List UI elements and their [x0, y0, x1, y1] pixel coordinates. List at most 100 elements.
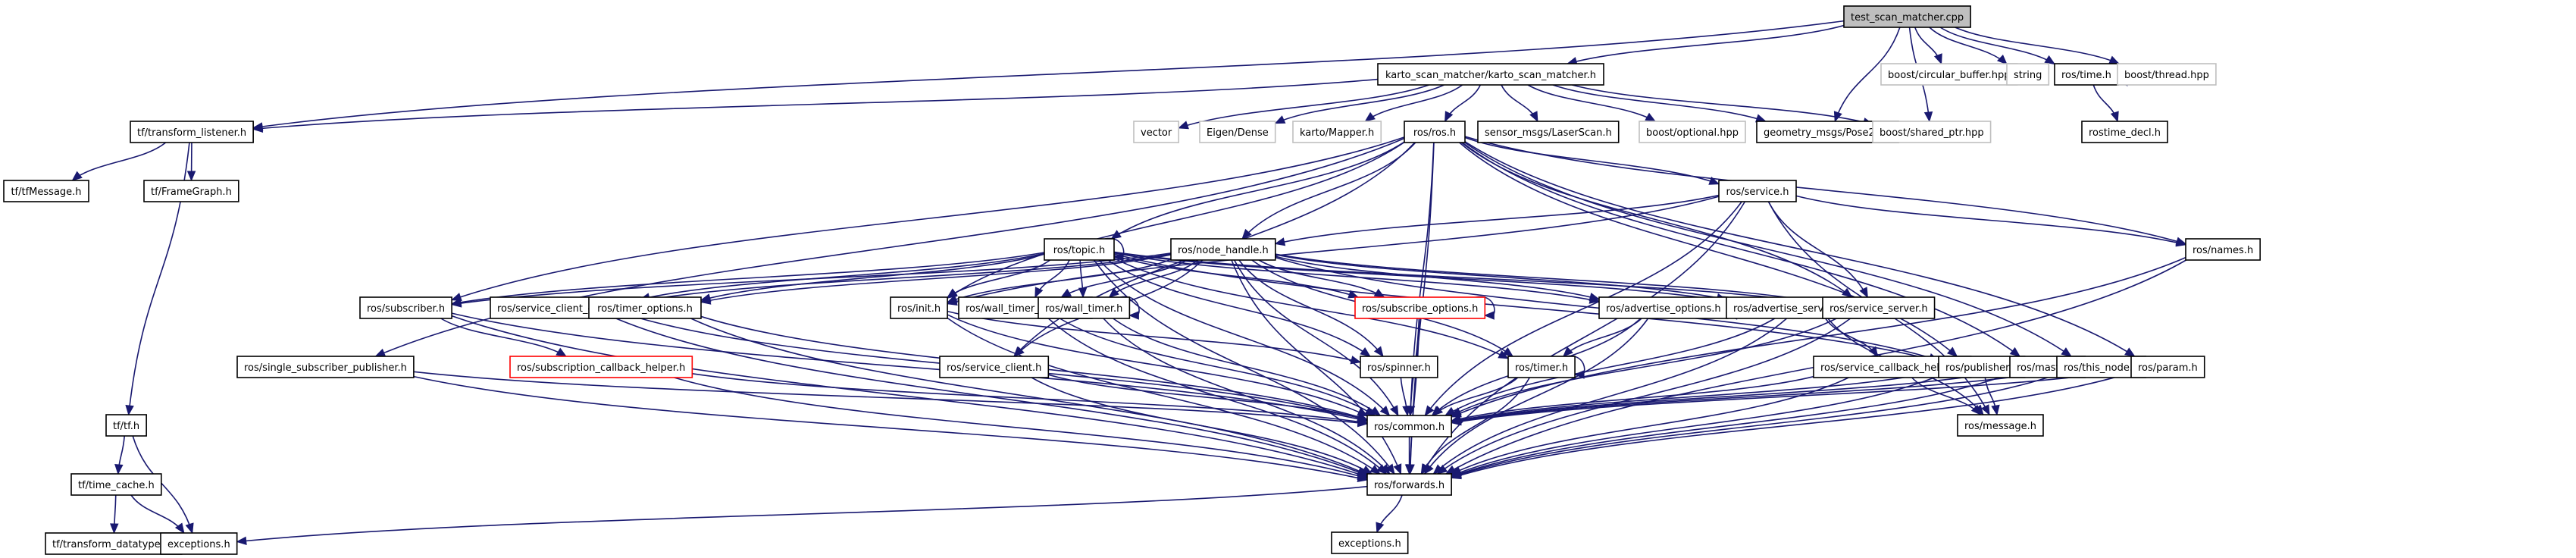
arrowhead	[110, 523, 119, 534]
node-ros-subscribe-options[interactable]: ros/subscribe_options.h	[1354, 296, 1486, 319]
edge-line	[1437, 318, 1851, 475]
node-ros-param[interactable]: ros/param.h	[2130, 356, 2205, 378]
node-ros-subscription-callback-helper[interactable]: ros/subscription_callback_helper.h	[509, 356, 693, 378]
node-ros-wall-timer[interactable]: ros/wall_timer.h	[1038, 296, 1131, 319]
node-karto-mapper[interactable]: karto/Mapper.h	[1292, 121, 1382, 143]
edge-line	[1365, 84, 1463, 122]
node-boost-shared-ptr[interactable]: boost/shared_ptr.hpp	[1872, 121, 1992, 143]
node-box	[2117, 63, 2217, 86]
node-string[interactable]: string	[2006, 63, 2050, 86]
node-label: boost/optional.hpp	[1646, 127, 1739, 139]
node-tf-transform-datatypes[interactable]: tf/transform_datatypes.h	[45, 532, 183, 555]
node-ros-service-server[interactable]: ros/service_server.h	[1822, 296, 1936, 319]
edge-karto-scan-matcher-to-eigen-dense	[1274, 84, 1445, 124]
node-ros-topic[interactable]: ros/topic.h	[1044, 238, 1115, 261]
edge-line	[1432, 377, 1519, 416]
node-rostime-decl[interactable]: rostime_decl.h	[2081, 121, 2168, 143]
arrowhead	[1450, 417, 1462, 426]
node-ros-node-handle[interactable]: ros/node_handle.h	[1170, 238, 1276, 261]
arrowhead	[1274, 115, 1286, 124]
node-boost-thread[interactable]: boost/thread.hpp	[2117, 63, 2217, 86]
node-ros-single-subscriber-publisher[interactable]: ros/single_subscriber_publisher.h	[236, 356, 415, 378]
edge-ros-service-server-to-ros-forwards	[1436, 318, 1851, 475]
edge-karto-scan-matcher-to-tf-transform-listener	[252, 78, 1379, 133]
edge-line	[1424, 201, 1742, 416]
arrowhead	[1389, 405, 1399, 417]
node-tf-tf[interactable]: tf/tf.h	[105, 414, 147, 437]
arrowhead	[1645, 112, 1657, 122]
node-label: karto_scan_matcher/karto_scan_matcher.h	[1385, 70, 1596, 81]
node-ros-init[interactable]: ros/init.h	[890, 296, 948, 319]
node-boost-circular[interactable]: boost/circular_buffer.hpp	[1880, 63, 2018, 86]
node-root[interactable]: test_scan_matcher.cpp	[1843, 5, 1971, 28]
node-tf-framegraph[interactable]: tf/FrameGraph.h	[143, 180, 239, 202]
arrowhead	[252, 124, 264, 133]
node-laserscan[interactable]: sensor_msgs/LaserScan.h	[1477, 121, 1620, 143]
edge-line	[1060, 318, 1376, 416]
edge-ros-forwards-to-exceptions-ros	[1376, 494, 1403, 534]
node-ros-common[interactable]: ros/common.h	[1366, 415, 1452, 437]
node-ros-timer[interactable]: ros/timer.h	[1507, 356, 1576, 378]
node-ros-advertise-options[interactable]: ros/advertise_options.h	[1598, 296, 1729, 319]
node-label: tf/FrameGraph.h	[151, 187, 232, 198]
arrowhead	[1393, 463, 1402, 475]
edge-line	[700, 254, 1172, 303]
node-ros-time[interactable]: ros/time.h	[2054, 63, 2119, 86]
node-ros-subscriber[interactable]: ros/subscriber.h	[359, 296, 452, 319]
edges-layer	[71, 20, 2187, 546]
node-tf-tfmessage[interactable]: tf/tfMessage.h	[3, 180, 89, 202]
edge-ros-subscription-callback-helper-to-ros-forwards	[674, 377, 1369, 480]
edge-line	[1451, 371, 2132, 479]
node-label: ros/subscribe_options.h	[1362, 303, 1478, 315]
node-label: ros/node_handle.h	[1178, 245, 1269, 256]
node-boost-optional[interactable]: boost/optional.hpp	[1639, 121, 1746, 143]
node-box	[2081, 121, 2168, 143]
edge-line	[451, 252, 1045, 305]
arrowhead	[1241, 228, 1252, 240]
node-label: ros/spinner.h	[1367, 362, 1431, 374]
arrowhead	[1364, 111, 1376, 122]
arrowhead	[1588, 292, 1601, 302]
node-label: ros/service_callback_helper.h	[1820, 362, 1964, 374]
node-eigen-dense[interactable]: Eigen/Dense	[1199, 121, 1276, 143]
edge-line	[947, 310, 1361, 363]
node-label: tf/time_cache.h	[78, 480, 155, 491]
edge-karto-scan-matcher-to-laserscan	[1501, 84, 1538, 123]
node-ros-service-client[interactable]: ros/service_client.h	[939, 356, 1050, 378]
node-vector[interactable]: vector	[1133, 121, 1180, 143]
edge-ros-spinner-to-ros-common	[1400, 377, 1411, 417]
node-box	[1331, 531, 1409, 554]
edge-line	[1567, 24, 1845, 64]
node-ros-service[interactable]: ros/service.h	[1718, 180, 1797, 202]
node-ros-ros[interactable]: ros/ros.h	[1404, 121, 1466, 143]
arrowhead	[71, 171, 83, 181]
node-ros-spinner[interactable]: ros/spinner.h	[1360, 356, 1438, 378]
arrowhead	[186, 171, 196, 182]
edge-karto-scan-matcher-to-ros-ros	[1444, 84, 1482, 123]
node-karto-scan-matcher[interactable]: karto_scan_matcher/karto_scan_matcher.h	[1377, 63, 1604, 86]
node-ros-names[interactable]: ros/names.h	[2185, 238, 2261, 261]
edge-karto-scan-matcher-to-pose2d	[1552, 84, 1767, 123]
node-box	[509, 356, 693, 378]
node-label: ros/service_server.h	[1829, 303, 1928, 315]
node-box	[939, 356, 1050, 378]
node-ros-timer-options[interactable]: ros/timer_options.h	[588, 296, 702, 319]
node-tf-time-cache[interactable]: tf/time_cache.h	[70, 473, 162, 496]
node-tf-transform-listener[interactable]: tf/transform_listener.h	[130, 121, 254, 143]
node-exceptions-ros[interactable]: exceptions.h	[1331, 531, 1409, 554]
node-box	[2054, 63, 2119, 86]
node-exceptions-tf[interactable]: exceptions.h	[160, 532, 238, 555]
node-ros-forwards[interactable]: ros/forwards.h	[1366, 473, 1452, 496]
edge-line	[1527, 84, 1656, 122]
arrowhead	[1981, 404, 1990, 416]
node-label: ros/service_client.h	[947, 362, 1041, 374]
node-ros-message[interactable]: ros/message.h	[1957, 414, 2044, 437]
node-label: string	[2014, 70, 2042, 81]
node-label: tf/transform_listener.h	[137, 127, 246, 139]
node-box	[1507, 356, 1576, 378]
edge-ros-ros-to-ros-param	[1464, 141, 2136, 357]
edge-ros-ros-to-ros-master	[1462, 142, 2021, 357]
node-label: ros/timer.h	[1515, 362, 1568, 374]
arrowhead	[1484, 311, 1495, 320]
